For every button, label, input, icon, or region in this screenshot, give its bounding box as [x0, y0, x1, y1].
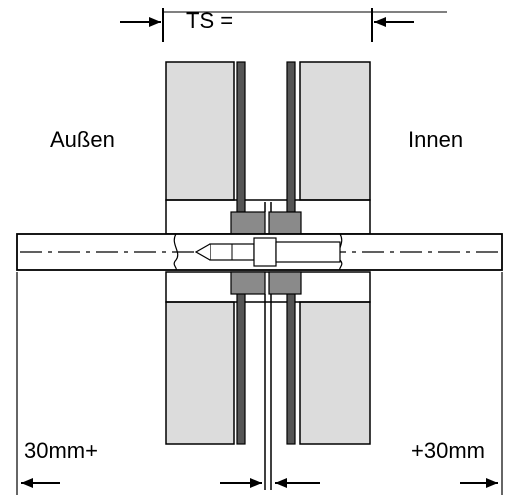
left-dimension-label: 30mm+	[24, 438, 98, 463]
door-frame-bottom	[165, 271, 371, 303]
plate-outer-bottom	[236, 291, 246, 445]
outside-label: Außen	[50, 127, 115, 152]
rosette-inner-top	[268, 211, 302, 235]
ts-dimension	[120, 8, 447, 42]
door-frame-top	[165, 199, 371, 235]
right-dimension-label: +30mm	[411, 438, 485, 463]
plate-outer-top	[236, 61, 246, 213]
ts-label: TS =	[186, 8, 234, 33]
plate-inner-bottom	[286, 291, 296, 445]
wall-inner-bottom	[299, 301, 371, 445]
wall-outer-top	[165, 61, 235, 201]
wall-outer-bottom	[165, 301, 235, 445]
spindle	[16, 233, 503, 271]
rosette-outer-top	[230, 211, 266, 235]
wall-inner-top	[299, 61, 371, 201]
rosette-inner-bottom	[268, 271, 302, 295]
plate-inner-top	[286, 61, 296, 213]
inside-label: Innen	[408, 127, 464, 152]
rosette-outer-bottom	[230, 271, 266, 295]
